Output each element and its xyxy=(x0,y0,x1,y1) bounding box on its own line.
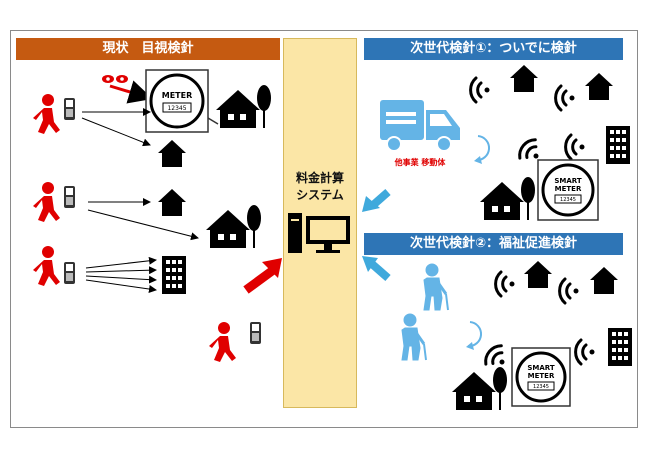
wireless-signal-icon xyxy=(574,338,596,366)
house-icon xyxy=(524,261,552,288)
house-with-tree-icon xyxy=(452,367,507,410)
building-icon xyxy=(162,256,186,294)
current-method-banner: 現状 目視検針 xyxy=(16,38,280,60)
billing-system-line1: 料金計算 xyxy=(295,171,344,185)
wireless-signal-icon xyxy=(554,84,576,112)
smart-meter-label-1: SMART xyxy=(527,364,555,372)
smart-meter-label-2: METER xyxy=(555,185,582,193)
smart-meter-label-2: METER xyxy=(528,372,555,380)
wireless-signal-icon xyxy=(469,76,491,104)
house-icon xyxy=(158,189,186,216)
elderly-person-icon xyxy=(422,262,450,312)
next-gen-1-banner: 次世代検針①：ついでに検針 xyxy=(364,38,623,60)
cycle-arrow-icon xyxy=(467,321,482,348)
wireless-signal-icon xyxy=(494,270,516,298)
building-icon xyxy=(606,126,630,164)
meter-reader-1 xyxy=(33,94,75,134)
smart-meter-number: 12345 xyxy=(560,197,576,203)
vehicle-caption: 他事業 移動体 xyxy=(394,157,447,167)
red-arrow-to-system xyxy=(243,264,279,294)
elderly-person-icon xyxy=(400,312,428,362)
meter-reader-4 xyxy=(209,322,261,362)
billing-system-line2: システム xyxy=(296,188,344,202)
meter-reader-2 xyxy=(33,182,75,222)
house-with-tree-icon xyxy=(216,85,271,128)
building-icon xyxy=(608,328,632,366)
billing-system-label: 料金計算 システム xyxy=(283,170,357,204)
wireless-signal-icon xyxy=(558,277,580,305)
meter-reader-3 xyxy=(33,246,75,286)
watching-eyes-icon xyxy=(102,75,153,104)
diagram-frame xyxy=(10,30,638,428)
house-with-tree-icon xyxy=(480,177,535,220)
smart-meter-label-1: SMART xyxy=(554,177,582,185)
meter-box: METER 12345 xyxy=(145,69,219,133)
smart-meter-number: 12345 xyxy=(533,384,549,390)
house-icon xyxy=(510,65,538,92)
wireless-signal-icon xyxy=(564,133,586,161)
next-gen-2-banner: 次世代検針②：福祉促進検針 xyxy=(364,233,623,255)
meter-label: METER xyxy=(162,91,193,100)
cycle-arrow-icon xyxy=(475,135,490,162)
meter-number: 12345 xyxy=(167,105,186,112)
wireless-signal-icon xyxy=(480,340,514,375)
house-icon xyxy=(158,140,186,167)
blue-arrow-to-system-2 xyxy=(369,260,391,282)
house-with-tree-icon xyxy=(206,205,261,248)
smart-meter-box-2: SMART METER 12345 xyxy=(511,347,571,407)
smart-meter-box-1: SMART METER 12345 xyxy=(537,159,599,221)
house-icon xyxy=(585,73,613,100)
computer-icon xyxy=(288,213,350,253)
delivery-truck-icon xyxy=(380,100,460,152)
house-icon xyxy=(590,267,618,294)
